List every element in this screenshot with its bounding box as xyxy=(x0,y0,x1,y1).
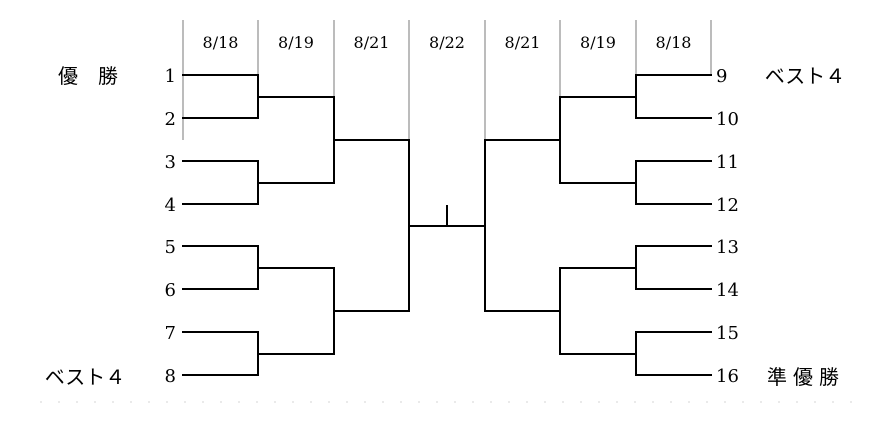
team-number: 16 xyxy=(716,366,739,387)
team-number: 8 xyxy=(165,366,176,387)
date-label: 8/19 xyxy=(580,33,616,52)
team-number: 14 xyxy=(716,280,739,301)
right-team-numbers: 9 10 11 12 13 14 15 16 xyxy=(716,66,739,387)
date-label: 8/21 xyxy=(505,33,541,52)
date-label: 8/18 xyxy=(203,33,239,52)
team-number: 13 xyxy=(716,237,739,258)
team-number: 3 xyxy=(165,152,176,173)
result-labels: 優 勝 ベスト４ ベスト４ 準優勝 xyxy=(45,64,845,389)
team-number: 15 xyxy=(716,323,739,344)
team-number: 10 xyxy=(716,109,739,130)
team-number: 9 xyxy=(716,66,727,87)
winner-label: 優 勝 xyxy=(58,64,118,88)
team-number: 4 xyxy=(165,195,176,216)
date-label: 8/22 xyxy=(429,33,465,52)
team-number: 6 xyxy=(165,280,176,301)
best4-label-right: ベスト４ xyxy=(765,64,845,88)
runner-up-label: 準優勝 xyxy=(767,365,845,389)
team-number: 2 xyxy=(165,109,176,130)
team-number: 1 xyxy=(165,66,176,87)
left-team-numbers: 1 2 3 4 5 6 7 8 xyxy=(165,66,176,387)
date-label: 8/18 xyxy=(656,33,692,52)
bracket-lines xyxy=(182,74,712,376)
date-label: 8/19 xyxy=(278,33,314,52)
date-label: 8/21 xyxy=(354,33,390,52)
date-header: 8/18 8/19 8/21 8/22 8/21 8/19 8/18 xyxy=(182,20,712,140)
team-number: 7 xyxy=(165,323,176,344)
team-number: 12 xyxy=(716,195,739,216)
best4-label-left: ベスト４ xyxy=(45,365,125,389)
team-number: 5 xyxy=(165,237,176,258)
team-number: 11 xyxy=(716,152,739,173)
